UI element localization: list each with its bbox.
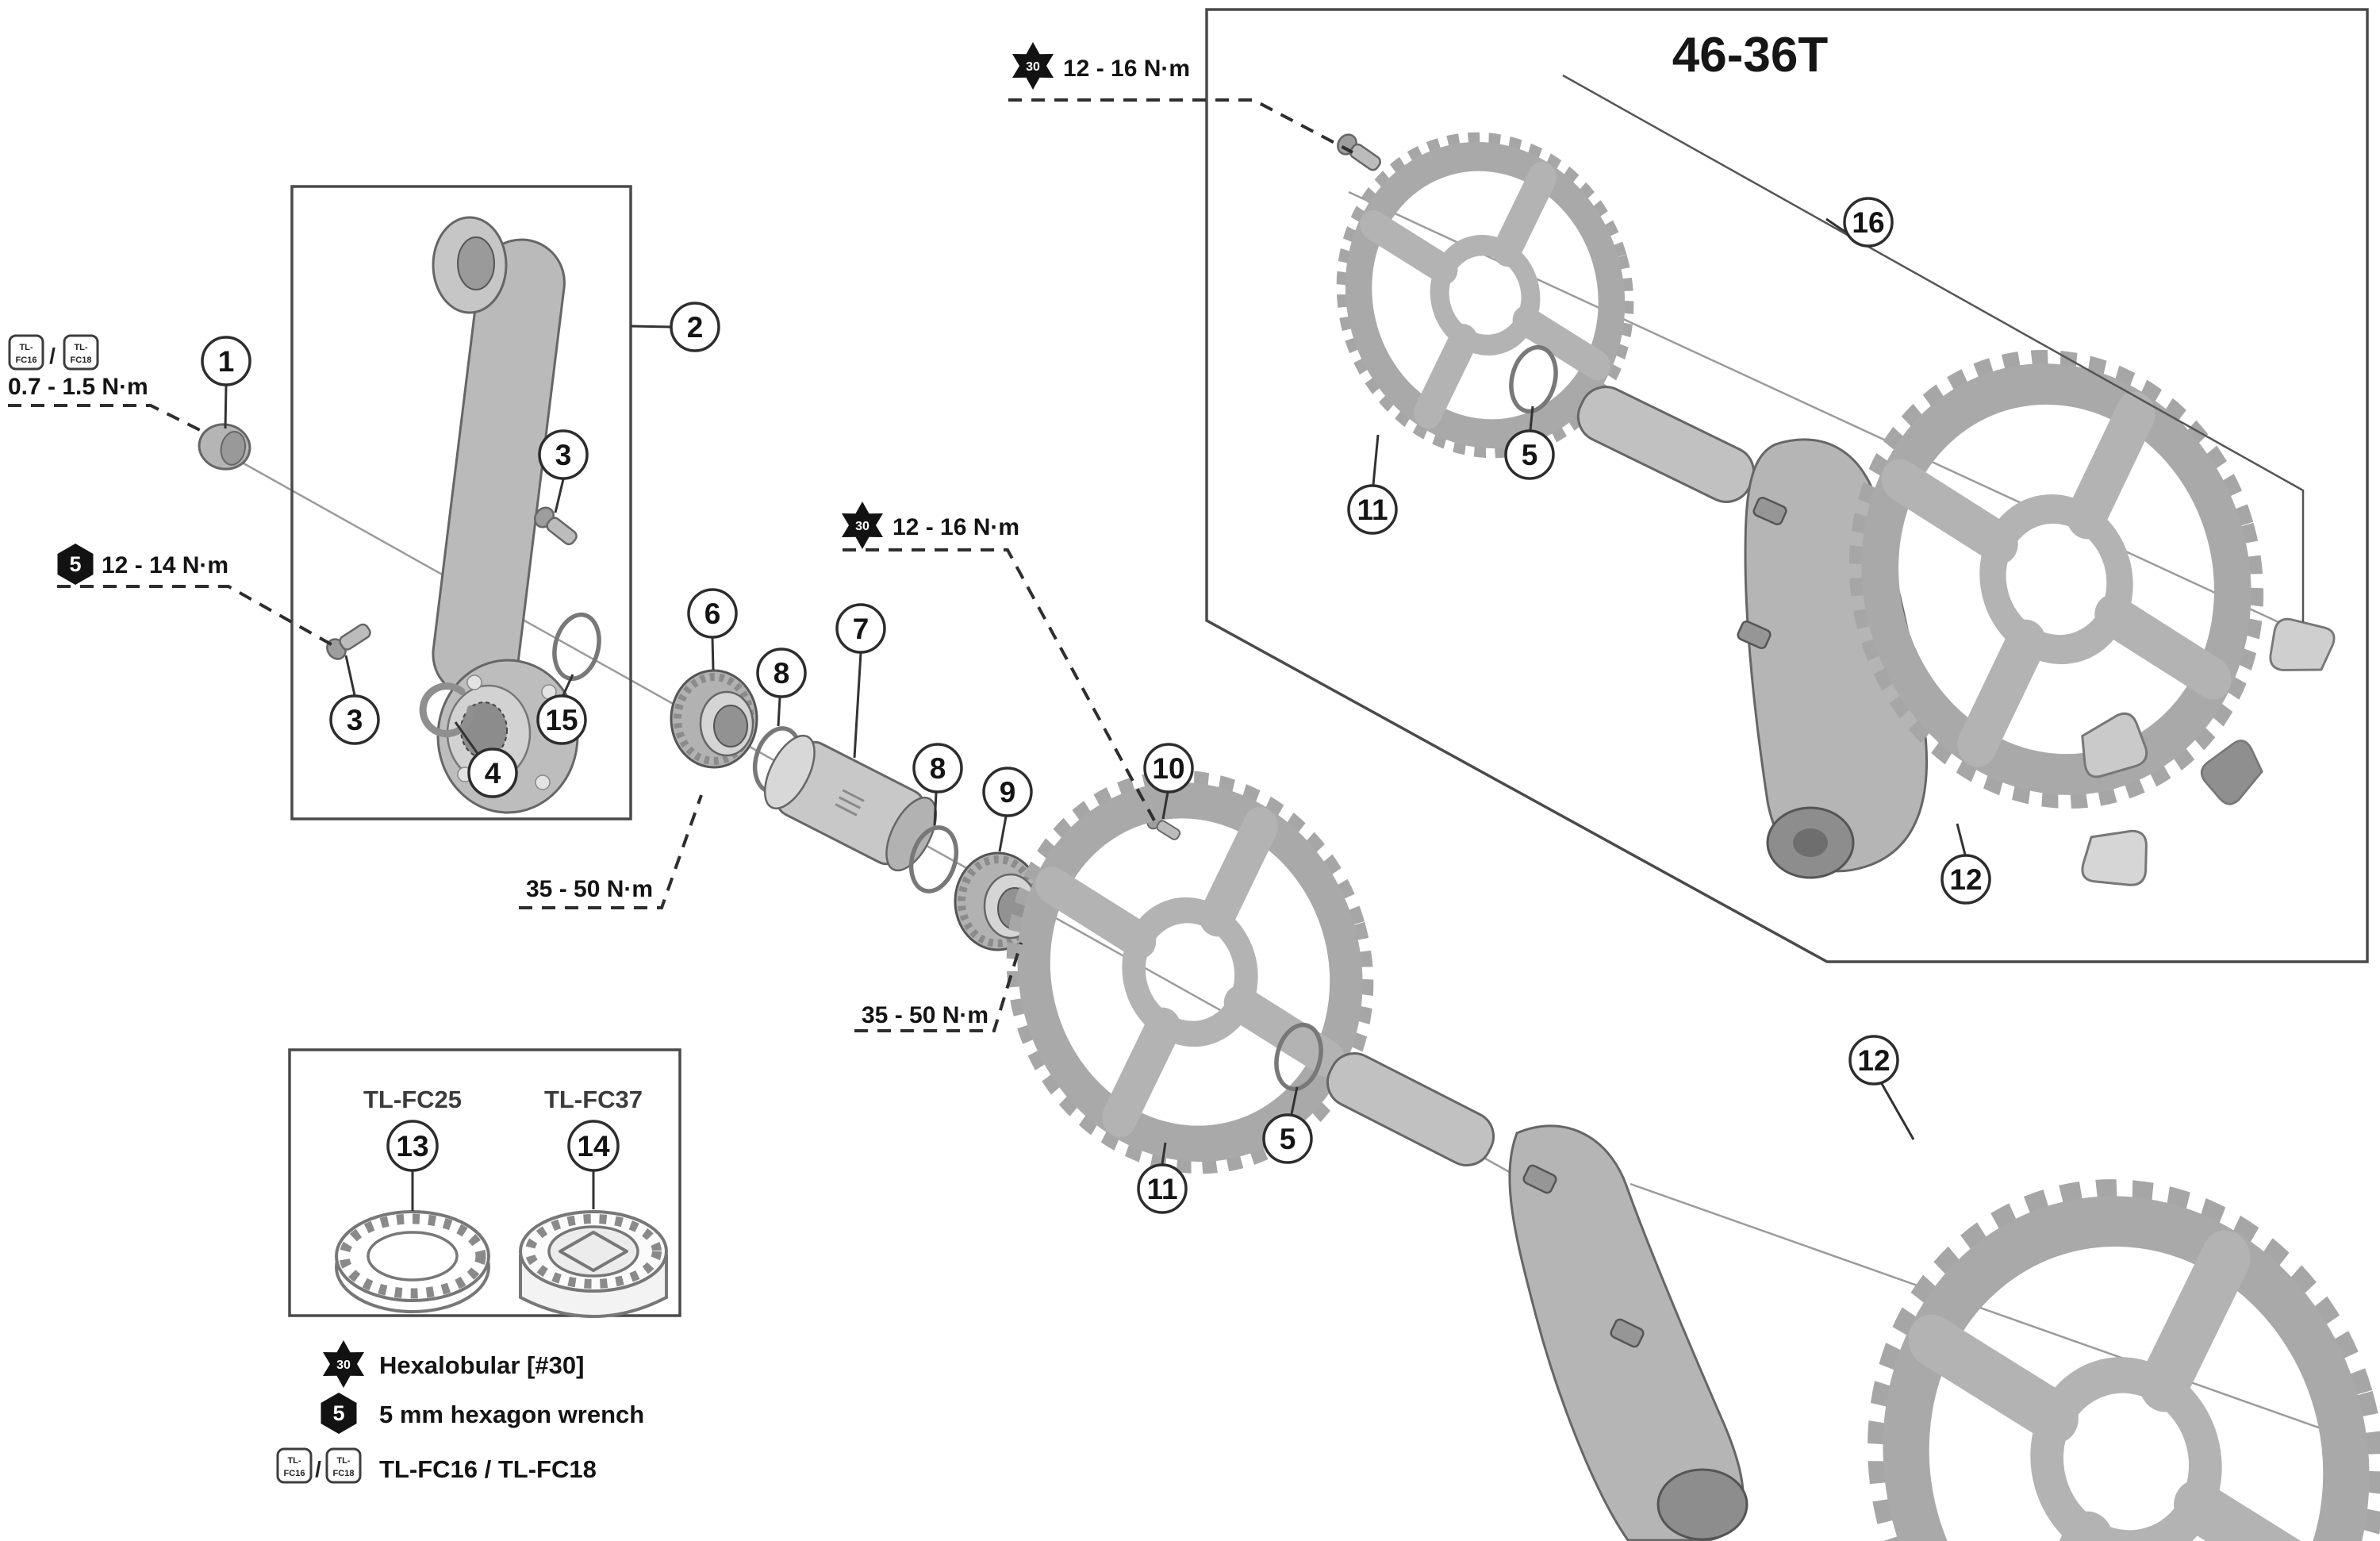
torque-bb-right: 35 - 50 N·m xyxy=(862,1002,988,1028)
callout-6: 6 xyxy=(687,588,738,639)
tool-box xyxy=(288,1048,681,1317)
svg-text:4: 4 xyxy=(485,757,501,790)
svg-text:12: 12 xyxy=(1949,863,1982,896)
arm-tab xyxy=(1610,1318,1645,1348)
arm-tab xyxy=(1522,1164,1557,1194)
svg-text:5: 5 xyxy=(1280,1123,1296,1155)
svg-text:14: 14 xyxy=(577,1130,610,1162)
left-crank-arm-box xyxy=(290,185,632,820)
upper-crankset xyxy=(1309,108,2339,893)
small-chainring-lower xyxy=(972,740,1408,1205)
callout-13: 13 xyxy=(386,1120,439,1172)
torque-labels: / 0.7 - 1.5 N·m 12 - 14 N·m 12 - 16 N·m … xyxy=(8,42,1353,1032)
callout-8-left: 8 xyxy=(756,648,807,698)
svg-text:11: 11 xyxy=(1357,494,1388,526)
left-crank-assembly xyxy=(198,216,605,814)
svg-text:2: 2 xyxy=(687,311,704,344)
arm-tab xyxy=(1737,620,1772,650)
svg-text:13: 13 xyxy=(396,1130,428,1162)
callout-15: 15 xyxy=(536,694,587,745)
legend-hexalobular: Hexalobular [#30] xyxy=(379,1351,584,1379)
lower-crankset xyxy=(972,740,2380,1541)
wedge-part xyxy=(2079,820,2155,893)
tool-tl-fc37 xyxy=(519,1210,668,1318)
o-ring-15 xyxy=(548,610,605,684)
tool-tl-fc25 xyxy=(335,1210,490,1313)
callout-12-lower: 12 xyxy=(1848,1035,1899,1086)
spindle-lower xyxy=(1326,1052,1495,1166)
bottom-bracket-assembly xyxy=(671,671,1041,950)
chainset-size-title: 46-36T xyxy=(1672,28,1829,83)
legend-slash: / xyxy=(315,1457,321,1481)
callout-5-lower: 5 xyxy=(1262,1113,1313,1164)
legend: Hexalobular [#30] 5 mm hexagon wrench / … xyxy=(276,1340,644,1484)
torque-cap: 0.7 - 1.5 N·m xyxy=(8,374,148,400)
svg-text:16: 16 xyxy=(1852,206,1884,239)
wedge-part xyxy=(2261,610,2339,686)
bb-inner-sleeve xyxy=(763,734,938,872)
tool-left-name: TL-FC25 xyxy=(363,1086,462,1113)
wedge-part-dark xyxy=(2194,736,2272,812)
callout-2: 2 xyxy=(670,302,720,352)
torque-ring-bolt-top: 12 - 16 N·m xyxy=(1063,56,1190,82)
boss-hole xyxy=(466,674,482,690)
callout-11-lower: 11 xyxy=(1137,1163,1188,1214)
legend-hex-wrench: 5 mm hexagon wrench xyxy=(379,1401,644,1428)
svg-text:3: 3 xyxy=(347,704,363,736)
svg-text:1: 1 xyxy=(218,345,235,378)
torque-crank-bolt: 12 - 14 N·m xyxy=(102,552,228,578)
clamp-bolt-bottom xyxy=(322,618,375,664)
torque-ring-bolt-mid: 12 - 16 N·m xyxy=(892,514,1019,540)
boss-hole xyxy=(535,774,551,790)
pedal-eye-hole xyxy=(457,236,495,290)
callout-8-right: 8 xyxy=(912,743,963,794)
svg-text:8: 8 xyxy=(930,752,946,785)
callout-7: 7 xyxy=(835,603,886,654)
callout-4: 4 xyxy=(467,747,518,798)
safety-plate-circlip xyxy=(419,682,474,738)
callout-14: 14 xyxy=(567,1120,620,1172)
pedal-boss-lower xyxy=(1656,1468,1749,1541)
svg-text:9: 9 xyxy=(1000,776,1016,809)
callout-5-upper: 5 xyxy=(1504,429,1555,480)
crank-cap-part xyxy=(198,423,251,471)
badge-slash: / xyxy=(49,344,56,368)
svg-text:11: 11 xyxy=(1146,1173,1177,1205)
callout-11-upper: 11 xyxy=(1347,484,1398,535)
part-callouts: 1 2 3 3 4 15 6 8 7 8 9 10 11 11 5 5 12 1… xyxy=(201,197,1991,1214)
svg-text:8: 8 xyxy=(774,657,790,690)
torque-bb-left: 35 - 50 N·m xyxy=(526,876,653,902)
callout-1: 1 xyxy=(201,336,251,386)
svg-text:12: 12 xyxy=(1857,1044,1890,1077)
tool-drawings: TL-FC25 TL-FC37 xyxy=(335,1086,668,1318)
svg-text:6: 6 xyxy=(704,598,721,630)
callout-10: 10 xyxy=(1143,743,1194,794)
tool-right-name: TL-FC37 xyxy=(544,1086,643,1113)
frame-boxes: 46-36T xyxy=(288,8,2369,1317)
svg-text:3: 3 xyxy=(555,439,572,471)
callout-9: 9 xyxy=(982,767,1033,817)
large-chainring-lower xyxy=(1819,1136,2380,1541)
leader-lines xyxy=(224,74,2305,1211)
arm-tab xyxy=(1752,496,1787,526)
legend-tl-tools: TL-FC16 / TL-FC18 xyxy=(379,1455,597,1483)
svg-text:7: 7 xyxy=(853,613,869,645)
svg-text:15: 15 xyxy=(545,704,578,736)
pedal-hole-upper xyxy=(1793,828,1828,857)
bb-cup-left xyxy=(671,671,757,767)
callout-3-bottom: 3 xyxy=(329,694,380,745)
svg-text:5: 5 xyxy=(1522,439,1538,471)
spindle-upper xyxy=(1576,386,1756,503)
callout-12-upper: 12 xyxy=(1940,854,1991,905)
callout-16: 16 xyxy=(1843,197,1894,248)
callout-3-top: 3 xyxy=(538,429,589,480)
svg-text:10: 10 xyxy=(1152,752,1184,785)
chainset-46-36t-box xyxy=(1205,8,2369,963)
chainring-bolt-top xyxy=(1333,129,1386,176)
